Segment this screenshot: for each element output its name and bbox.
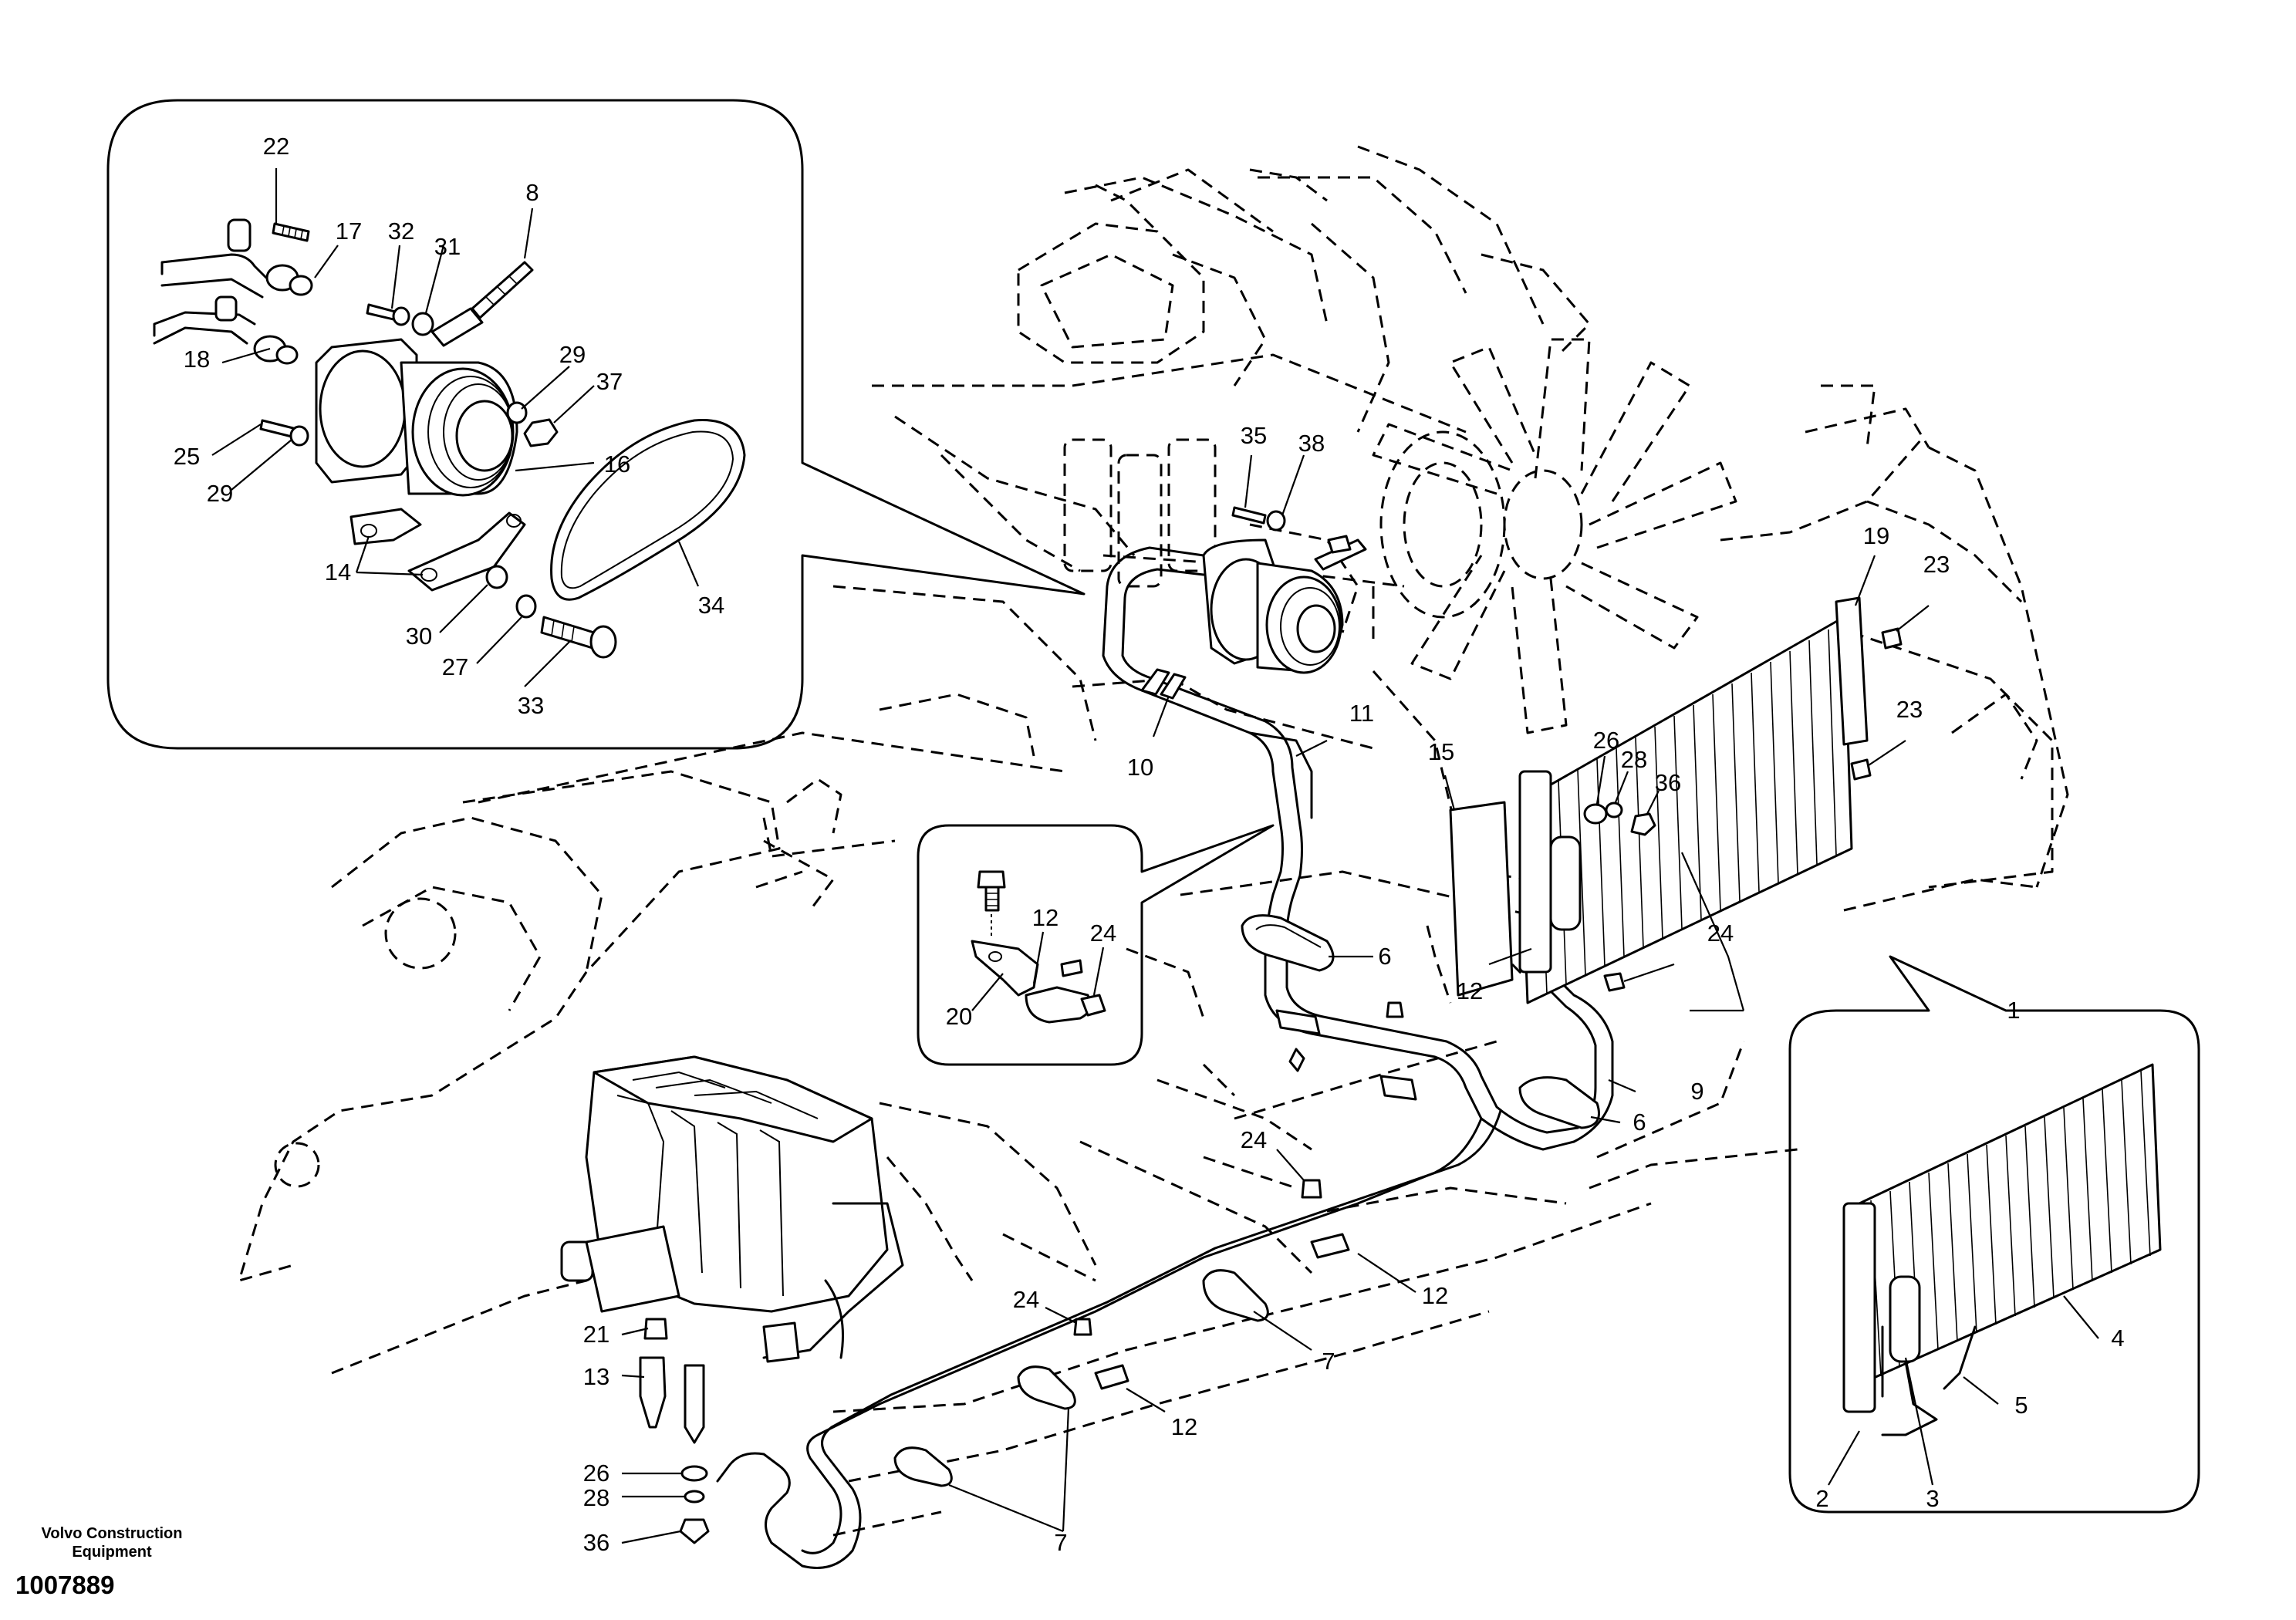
- callout-22: 22: [263, 133, 289, 160]
- callout-24-mid: 24: [1241, 1126, 1267, 1153]
- callout-37: 37: [596, 368, 623, 395]
- callout-4: 4: [2111, 1325, 2124, 1352]
- callout-24-right: 24: [1707, 920, 1734, 947]
- callout-31: 31: [434, 233, 461, 260]
- callout-6-upper: 6: [1378, 943, 1391, 970]
- main-assembly: [560, 454, 1903, 1569]
- callout-23-bottom: 23: [1896, 696, 1923, 723]
- callout-32: 32: [388, 218, 414, 245]
- compressor-detail-callout: [106, 99, 1086, 750]
- callout-2: 2: [1815, 1485, 1828, 1512]
- callout-14: 14: [325, 559, 351, 586]
- callout-33: 33: [518, 692, 544, 719]
- callout-10: 10: [1127, 754, 1153, 781]
- callout-9: 9: [1690, 1078, 1703, 1105]
- callout-3: 3: [1926, 1485, 1939, 1512]
- credit-line-1: Volvo Construction: [41, 1525, 183, 1542]
- callout-38: 38: [1298, 430, 1325, 457]
- callout-11: 11: [1349, 700, 1374, 727]
- callout-6-lower: 6: [1633, 1109, 1646, 1136]
- callout-20: 20: [946, 1003, 972, 1030]
- callout-7-lower: 7: [1054, 1529, 1067, 1556]
- callout-15: 15: [1428, 738, 1454, 765]
- callout-36-bottom: 36: [583, 1529, 609, 1556]
- main-leaders: [621, 555, 1930, 1544]
- callout-24-clamp: 24: [1090, 920, 1116, 947]
- callout-19: 19: [1863, 522, 1889, 549]
- compressor-leaders: [211, 168, 700, 687]
- callout-12-right: 12: [1457, 977, 1483, 1004]
- callout-29-top: 29: [559, 341, 586, 368]
- callout-35: 35: [1241, 422, 1267, 449]
- callout-labels: 22 17 32 31 8 18 29 37 25 29 16 14 30 27…: [174, 133, 2125, 1556]
- callout-5: 5: [2014, 1392, 2028, 1419]
- clamp-detail-callout: [917, 824, 1275, 1066]
- callout-12-clamp: 12: [1032, 904, 1059, 931]
- callout-13: 13: [583, 1363, 609, 1390]
- credit-line-2: Equipment: [72, 1544, 152, 1561]
- callout-16: 16: [604, 451, 630, 478]
- callout-7-upper: 7: [1322, 1348, 1335, 1375]
- callout-12-mid: 12: [1422, 1282, 1448, 1309]
- callout-18: 18: [184, 346, 210, 373]
- callout-30: 30: [406, 623, 432, 650]
- document-number: 1007889: [15, 1571, 115, 1599]
- callout-29-bottom: 29: [207, 480, 233, 507]
- callout-36-top: 36: [1655, 769, 1681, 796]
- callout-26-top: 26: [1593, 727, 1619, 754]
- condenser-detail-callout: [1788, 955, 2200, 1514]
- callout-34: 34: [698, 592, 724, 619]
- callout-27: 27: [442, 653, 468, 680]
- callout-17: 17: [336, 218, 362, 245]
- callout-24-lower: 24: [1013, 1286, 1039, 1313]
- manufacturer-credit: Volvo Construction Equipment: [31, 1524, 193, 1561]
- callout-1: 1: [2007, 997, 2020, 1024]
- callout-28-bottom: 28: [583, 1484, 609, 1511]
- callout-25: 25: [174, 443, 200, 470]
- callout-26-bottom: 26: [583, 1460, 609, 1487]
- callout-28-top: 28: [1621, 746, 1647, 773]
- compressor-detail-parts: [153, 218, 746, 659]
- callout-23-top: 23: [1923, 551, 1950, 578]
- callout-21: 21: [583, 1321, 609, 1348]
- callout-8: 8: [525, 179, 539, 206]
- callout-12-lower: 12: [1171, 1413, 1197, 1440]
